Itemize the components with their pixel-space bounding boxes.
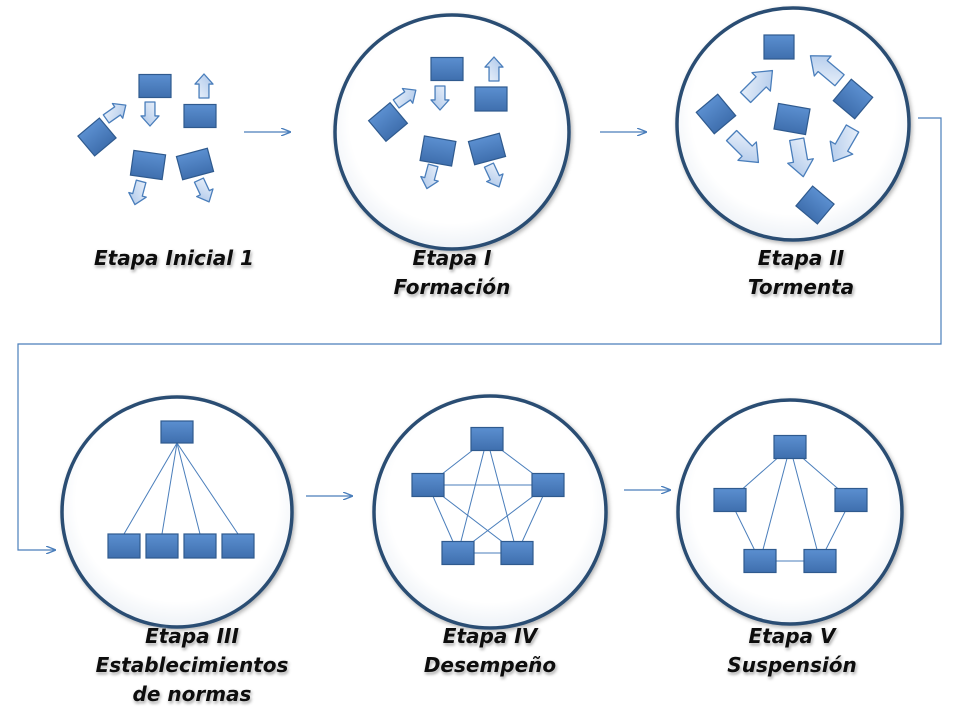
stage-label-line: Suspensión	[727, 653, 857, 677]
stage-label-norming: Etapa III Establecimientos de normas	[92, 622, 292, 709]
movement-arrow-icon	[194, 73, 214, 99]
movement-arrow-icon	[140, 101, 160, 127]
stage-circle-adjourning	[676, 398, 904, 626]
member-box	[77, 117, 117, 157]
member-box	[467, 132, 507, 166]
movement-arrow-icon	[829, 124, 860, 163]
stage-label-line: Establecimientos	[95, 653, 289, 677]
stage-label-line: Tormenta	[747, 275, 855, 299]
member-box	[531, 472, 565, 498]
member-box	[832, 78, 874, 120]
member-box	[795, 185, 835, 225]
member-box	[183, 103, 217, 129]
stage-label-forming: Etapa I Formación	[362, 244, 542, 302]
stage-label-adjourning: Etapa V Suspensión	[702, 622, 882, 680]
movement-arrow-icon	[809, 55, 845, 87]
member-box	[773, 434, 807, 460]
stage-label-line: Etapa I	[412, 246, 492, 270]
link-line	[123, 442, 178, 535]
movement-arrow-icon	[787, 137, 814, 178]
member-box	[834, 487, 868, 513]
movement-arrow-icon	[128, 179, 147, 206]
stage-circle-performing	[372, 394, 608, 630]
flow-arrow-storming-to-norming	[17, 117, 942, 550]
stage-label-performing: Etapa IV Desempeño	[400, 622, 580, 680]
stage-label-storming: Etapa II Tormenta	[711, 244, 891, 302]
stage-label-line: Etapa Inicial 1	[94, 246, 254, 270]
stage-label-line: Etapa IV	[442, 624, 538, 648]
link-line	[176, 442, 239, 535]
stage-label-line: Formación	[393, 275, 511, 299]
member-box	[803, 548, 837, 574]
stage-circle-norming	[60, 395, 294, 629]
member-box	[713, 487, 747, 513]
movement-arrow-icon	[483, 162, 504, 188]
member-box	[411, 472, 445, 498]
member-box	[470, 426, 504, 452]
link-line	[161, 442, 178, 535]
member-box	[367, 101, 409, 143]
movement-arrow-icon	[484, 56, 504, 82]
stage-label-line: Desempeño	[423, 653, 557, 677]
member-box	[763, 34, 795, 60]
movement-arrow-icon	[392, 87, 417, 109]
member-box	[183, 533, 217, 559]
movement-arrow-icon	[193, 177, 214, 203]
member-box	[145, 533, 179, 559]
member-box	[430, 56, 464, 82]
stage-label-line: de normas	[132, 682, 252, 706]
stage-circle-forming	[333, 13, 571, 251]
movement-arrow-icon	[420, 163, 439, 190]
movement-arrow-icon	[739, 69, 774, 104]
member-box	[419, 135, 457, 167]
stage-label-line: Etapa II	[757, 246, 845, 270]
leader-box	[160, 420, 194, 444]
member-box	[441, 540, 475, 566]
member-box	[107, 533, 141, 559]
member-box	[773, 102, 811, 136]
member-box	[138, 73, 172, 99]
link-line	[759, 446, 791, 562]
member-box	[129, 149, 167, 181]
link-line	[789, 446, 821, 562]
member-box	[743, 548, 777, 574]
stage-label-line: Etapa III	[145, 624, 239, 648]
movement-arrow-icon	[102, 102, 127, 124]
link-line	[486, 438, 518, 554]
movement-arrow-icon	[430, 85, 450, 111]
member-box	[221, 533, 255, 559]
member-box	[500, 540, 534, 566]
stage-label-initial: Etapa Inicial 1	[84, 244, 264, 273]
member-box	[474, 86, 508, 112]
link-line	[457, 438, 488, 554]
link-line	[176, 442, 201, 535]
member-box	[175, 147, 215, 181]
member-box	[695, 93, 737, 135]
stage-label-line: Etapa V	[748, 624, 836, 648]
movement-arrow-icon	[725, 129, 760, 164]
